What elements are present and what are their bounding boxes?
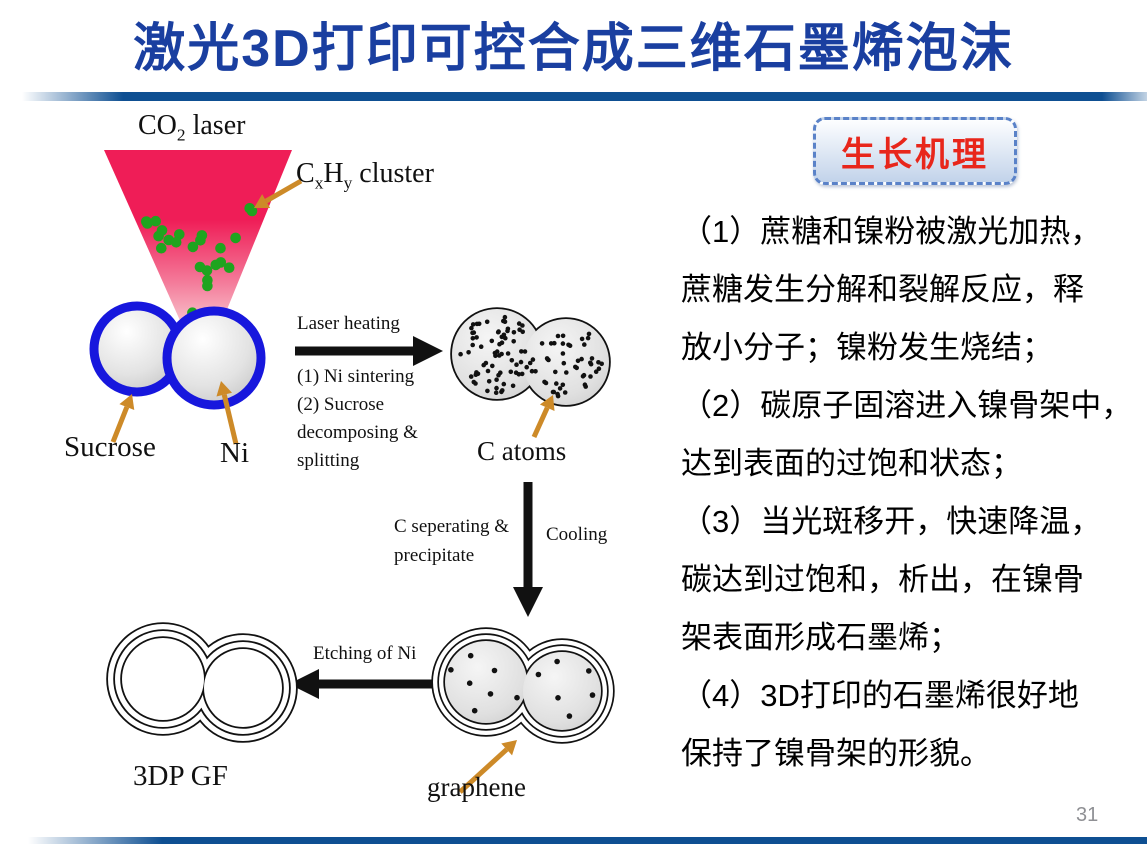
mechanism-line: 保持了镍骨架的形貌。 — [681, 736, 991, 771]
3dp-gf-shell — [106, 622, 298, 743]
slide-title: 激光3D打印可控合成三维石墨烯泡沫 — [133, 20, 1014, 78]
c-separating-line1: C seperating & — [394, 516, 510, 537]
mechanism-line: （2）碳原子固溶进入镍骨架中， — [681, 388, 1133, 423]
ni-label: Ni — [220, 437, 249, 469]
laser-heating-arrow — [295, 336, 443, 366]
graphene-particle — [431, 627, 615, 744]
sucrose-label: Sucrose — [64, 431, 156, 463]
laser-heating-label: Laser heating — [297, 313, 400, 334]
growth-mechanism-badge: 生长机理 — [813, 117, 1017, 185]
cxhy-arrow — [254, 178, 303, 208]
co2-laser-label-sub: 2 — [176, 125, 186, 145]
graphene-label: graphene — [427, 772, 526, 802]
etching-arrow — [289, 669, 432, 699]
heating-step-4: splitting — [297, 450, 360, 471]
3dp-gf-label: 3DP GF — [133, 760, 228, 792]
ni-sphere — [162, 306, 266, 410]
mechanism-line: 放小分子；镍粉发生烧结； — [681, 330, 1053, 365]
ni-arrow — [216, 381, 239, 445]
graphene-arrow — [458, 740, 517, 794]
mechanism-line: 蔗糖发生分解和裂解反应，释 — [681, 272, 1084, 307]
heating-steps-list: (1) Ni sintering (2) Sucrose decomposing… — [297, 363, 418, 475]
c-atoms-particle — [450, 307, 611, 407]
page-number: 31 — [1076, 804, 1099, 826]
cxhy-x: x — [314, 173, 324, 193]
c-atoms-label: C atoms — [477, 436, 567, 466]
co2-laser-label-rest: laser — [185, 110, 246, 141]
cxhy-rest: cluster — [352, 158, 434, 189]
etching-label: Etching of Ni — [313, 643, 417, 664]
cxhy-cluster-label: CxHy cluster — [296, 158, 434, 194]
mechanism-line: （3）当光斑移开，快速降温， — [681, 504, 1102, 539]
heating-step-2: (2) Sucrose — [297, 394, 385, 415]
heating-step-3: decomposing & — [297, 422, 418, 443]
mechanism-line: （4）3D打印的石墨烯很好地 — [681, 678, 1079, 713]
c-atoms-arrow — [531, 395, 555, 439]
cxhy-cluster-dots — [141, 203, 258, 319]
sucrose-arrow — [110, 394, 135, 443]
mechanism-line: 架表面形成石墨烯； — [681, 620, 960, 655]
heating-step-1: (1) Ni sintering — [297, 366, 415, 387]
mechanism-line: （1）蔗糖和镍粉被激光加热， — [681, 214, 1102, 249]
c-separating-label: C seperating & precipitate — [394, 512, 509, 570]
cxhy-h: H — [323, 158, 344, 189]
mechanism-text: （1）蔗糖和镍粉被激光加热， 蔗糖发生分解和裂解反应，释 放小分子；镍粉发生烧结… — [681, 203, 1132, 783]
mechanism-line: 碳达到过饱和，析出，在镍骨 — [681, 562, 1084, 597]
cooling-arrow — [513, 482, 543, 617]
title-underline-bar — [22, 92, 1147, 101]
cxhy-c: C — [296, 158, 315, 189]
mechanism-line: 达到表面的过饱和状态； — [681, 446, 1022, 481]
co2-laser-label-main: CO — [138, 110, 177, 141]
cxhy-y: y — [343, 173, 353, 193]
footer-bar — [28, 837, 1147, 844]
co2-laser-label: CO2 laser — [138, 110, 245, 146]
cooling-label: Cooling — [546, 524, 608, 545]
c-separating-line2: precipitate — [394, 545, 475, 566]
